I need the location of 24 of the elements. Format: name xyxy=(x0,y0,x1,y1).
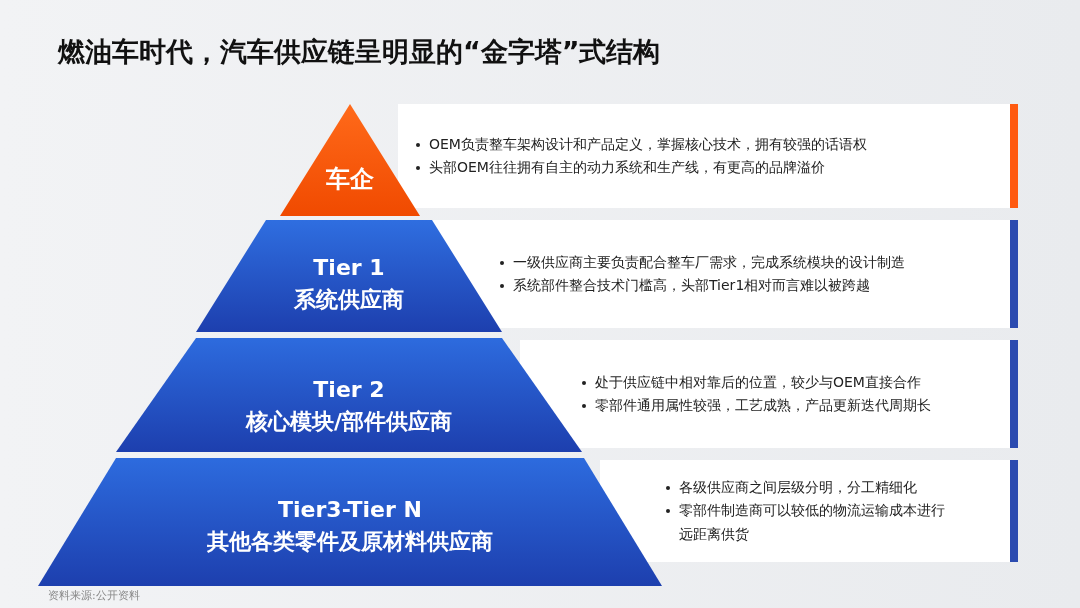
pyramid-tier xyxy=(38,458,662,586)
pyramid-tier xyxy=(196,220,502,332)
description-card xyxy=(520,340,1018,448)
tier-title: Tier 1 xyxy=(313,254,385,282)
bullet-text: 一级供应商主要负责配合整车厂需求，完成系统模块的设计制造 xyxy=(513,252,905,272)
bullet-text: 头部OEM往往拥有自主的动力系统和生产线，有更高的品牌溢价 xyxy=(429,158,825,177)
description-card xyxy=(430,220,1018,328)
bullet-text: 系统部件整合技术门槛高，头部Tier1相对而言难以被跨越 xyxy=(513,276,871,295)
tier-subtitle: 其他各类零件及原材料供应商 xyxy=(207,527,493,556)
pyramid-tier xyxy=(116,338,582,452)
title: 燃油车时代，汽车供应链呈明显的“金字塔”式结构 xyxy=(58,35,661,69)
pyramid-apex xyxy=(280,104,420,216)
bullet-text: OEM负责整车架构设计和产品定义，掌握核心技术，拥有较强的话语权 xyxy=(429,134,867,154)
tier-title: Tier3-Tier N xyxy=(278,496,422,524)
tier-subtitle: 核心模块/部件供应商 xyxy=(245,407,452,436)
description-card xyxy=(398,104,1018,208)
bullet-text: 零部件通用属性较强，工艺成熟，产品更新迭代周期长 xyxy=(595,396,931,415)
bullet-text: 处于供应链中相对靠后的位置，较少与OEM直接合作 xyxy=(595,372,921,392)
description-card xyxy=(600,460,1018,562)
tier-title: 车企 xyxy=(326,164,374,195)
tier-subtitle: 系统供应商 xyxy=(294,285,404,314)
bullet-text: 零部件制造商可以较低的物流运输成本进行远距离供货 xyxy=(679,501,946,544)
tier-title: Tier 2 xyxy=(313,376,385,404)
bullet-text: 各级供应商之间层级分明，分工精细化 xyxy=(679,478,917,498)
